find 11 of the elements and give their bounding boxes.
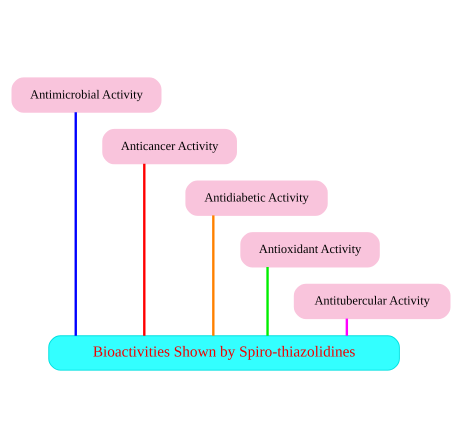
connector [212, 215, 215, 336]
node-box: Antitubercular Activity [294, 284, 450, 320]
node-box: Antidiabetic Activity [185, 180, 328, 216]
connector [346, 318, 348, 336]
node-box: Anticancer Activity [102, 128, 237, 164]
node-box: Antioxidant Activity [240, 232, 380, 268]
connector [266, 267, 269, 336]
connector [143, 164, 146, 336]
node-box: Antimicrobial Activity [12, 77, 162, 113]
connector [74, 112, 77, 336]
node-box: Bioactivities Shown by Spiro-thiazolidines [48, 335, 400, 371]
